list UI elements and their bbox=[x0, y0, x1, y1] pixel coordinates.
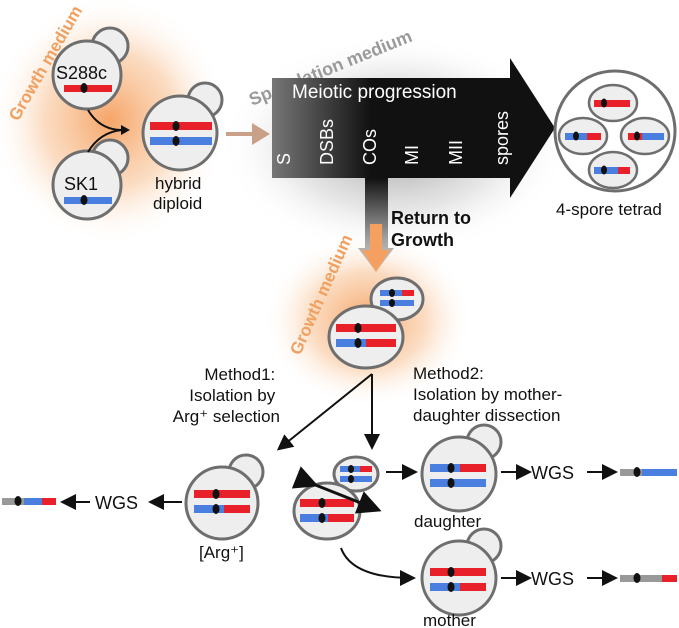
mother-daughter-pair bbox=[292, 455, 380, 541]
chromosome-result-daughter bbox=[620, 467, 677, 477]
wgs-daughter-label: WGS bbox=[531, 463, 574, 483]
method1-line-2: Isolation by bbox=[189, 386, 275, 405]
sk1-cell bbox=[51, 138, 130, 221]
return-arrowhead-orange bbox=[362, 224, 390, 272]
return-line-2: Growth bbox=[391, 230, 454, 250]
return-line-1: Return to bbox=[391, 208, 471, 228]
method2-line-2: Isolation by mother- bbox=[413, 385, 562, 404]
dissection-arrow bbox=[291, 466, 382, 514]
four-spore-tetrad bbox=[553, 69, 677, 193]
chromosome-result-mother bbox=[620, 573, 677, 583]
sk1-label: SK1 bbox=[64, 174, 98, 194]
budding-cell-return bbox=[327, 276, 425, 370]
s288c-cell bbox=[51, 26, 130, 111]
chromosome-result-left bbox=[2, 496, 56, 506]
stage-label-s: S bbox=[274, 153, 294, 165]
meiotic-progression-arrow bbox=[272, 58, 555, 198]
daughter-label: daughter bbox=[414, 512, 481, 531]
daughter-cell bbox=[420, 423, 503, 513]
hybrid-diploid-cell bbox=[141, 81, 224, 172]
method2-line-1: Method2: bbox=[413, 364, 484, 383]
method1-line-3: Arg⁺ selection bbox=[173, 407, 280, 426]
arg-plus-label: [Arg⁺] bbox=[199, 543, 244, 562]
tetrad-label: 4-spore tetrad bbox=[556, 200, 662, 219]
hybrid-diploid-line-1: hybrid bbox=[155, 174, 201, 193]
merge-arrowhead bbox=[121, 125, 130, 135]
mother-cell bbox=[420, 527, 503, 617]
to-sporulation-arrow bbox=[226, 123, 270, 145]
method1-label: Method1: Isolation by Arg⁺ selection bbox=[173, 365, 280, 426]
method1-arrow bbox=[276, 373, 373, 451]
method1-line-1: Method1: bbox=[204, 365, 275, 384]
return-to-growth-label: Return to Growth bbox=[391, 208, 476, 250]
hybrid-diploid-label: hybrid diploid bbox=[153, 174, 206, 213]
stage-label-mii: MII bbox=[446, 140, 466, 165]
mother-label: mother bbox=[423, 611, 476, 628]
stage-label-mi: MI bbox=[402, 145, 422, 165]
meiotic-stages: S DSBs COs MI MII spores bbox=[274, 111, 512, 165]
hybrid-diploid-line-2: diploid bbox=[153, 194, 202, 213]
method2-line-3: daughter dissection bbox=[413, 406, 560, 425]
meiotic-progression-label: Meiotic progression bbox=[292, 82, 457, 103]
merge-arrow bbox=[87, 109, 123, 153]
method2-label: Method2: Isolation by mother- daughter d… bbox=[413, 364, 567, 425]
to-mother-arrow bbox=[340, 547, 416, 586]
wgs-mother-label: WGS bbox=[531, 569, 574, 589]
stage-label-cos: COs bbox=[360, 129, 380, 165]
wgs-left-label: WGS bbox=[95, 493, 138, 513]
arg-plus-cell bbox=[184, 453, 265, 541]
stage-label-spores: spores bbox=[492, 111, 512, 165]
s288c-label: S288c bbox=[56, 63, 107, 83]
stage-label-dsbs: DSBs bbox=[317, 119, 337, 165]
